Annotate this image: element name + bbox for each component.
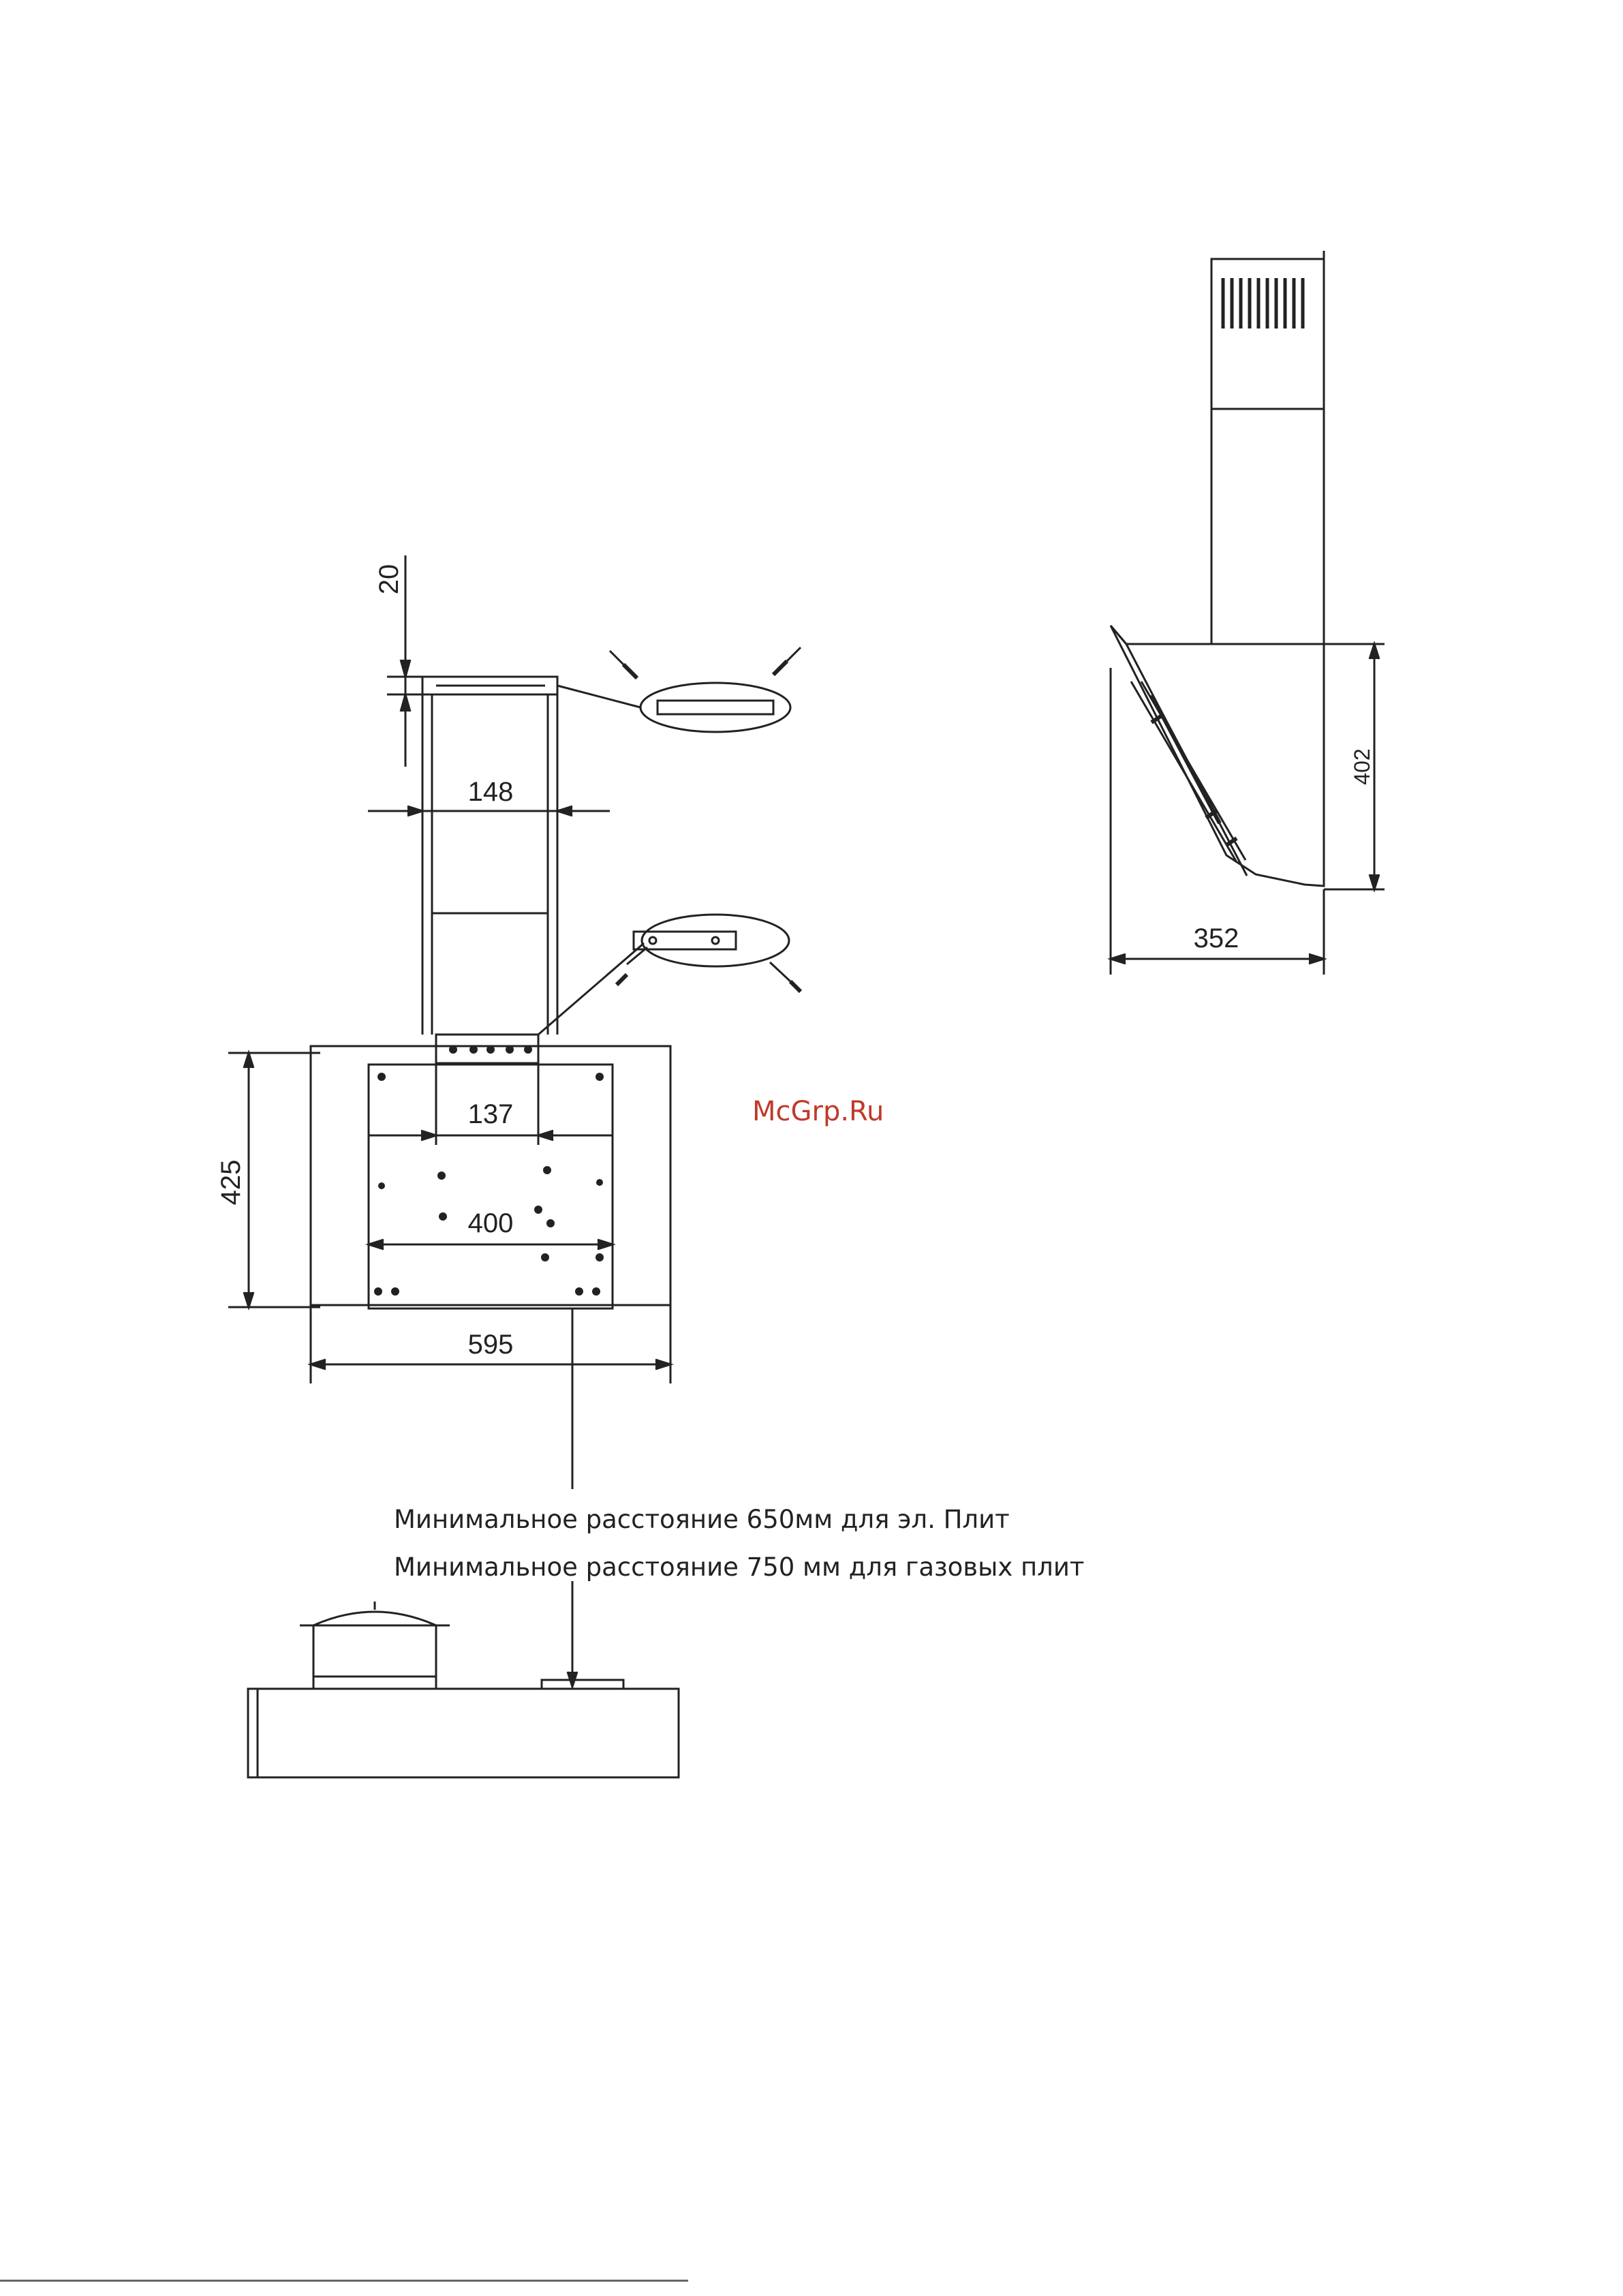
side-hood-body (1111, 626, 1324, 886)
side-view (1111, 251, 1324, 886)
label-hood-width: 595 (468, 1330, 514, 1360)
label-bracket-width: 137 (468, 1099, 514, 1129)
label-side-depth: 352 (1194, 923, 1239, 953)
vent-grille (1223, 278, 1303, 328)
label-hood-height: 425 (216, 1160, 246, 1206)
watermark: McGrp.Ru (752, 1096, 884, 1127)
pot-icon (300, 1602, 450, 1677)
callout-top (557, 647, 801, 732)
label-side-height: 402 (1350, 748, 1374, 784)
hood-outline (311, 1046, 670, 1305)
label-chimney-gap: 20 (374, 564, 404, 595)
footer-rule (0, 2280, 688, 2282)
dim-mount-spacing (369, 1240, 613, 1249)
note-electric: Минимальное расстояние 650мм для эл. Пли… (394, 1505, 1010, 1534)
chimney (422, 694, 557, 1035)
dim-chimney-width (368, 806, 610, 816)
label-mount-spacing: 400 (468, 1208, 514, 1238)
callout-bottom (538, 915, 801, 1035)
label-chimney-width: 148 (468, 777, 514, 807)
note-gas: Минимальное расстояние 750 мм для газовы… (394, 1552, 1084, 1582)
cooktop (248, 1677, 679, 1777)
